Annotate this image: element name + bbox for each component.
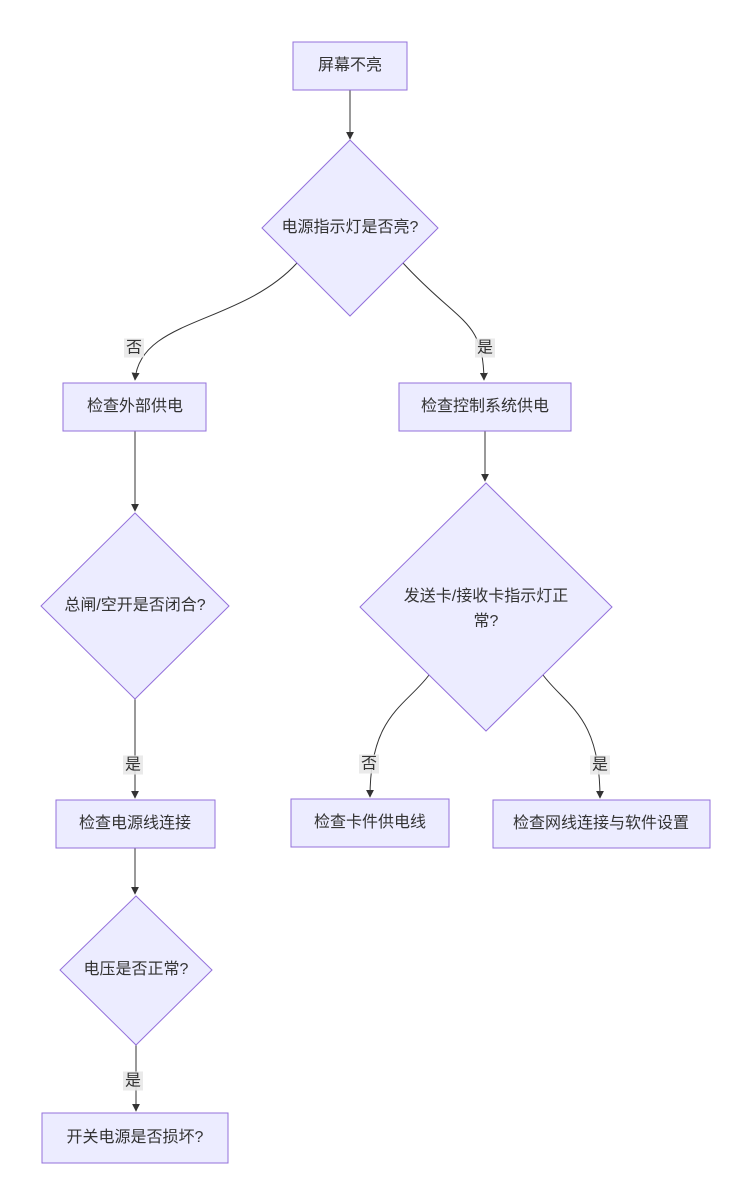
node-shape-q-voltage — [59, 895, 213, 1046]
node-shape-check-card-power — [290, 798, 450, 848]
edge-q-cards-no — [366, 674, 430, 798]
node-label-check-psu: 开关电源是否损坏? — [66, 1129, 204, 1146]
edge-label-yes-voltage: 是 — [122, 1071, 144, 1091]
node-label-check-control: 检查控制系统供电 — [420, 398, 550, 415]
node-label-check-card-power: 检查卡件供电线 — [313, 814, 427, 831]
node-label-check-network: 检查网线连接与软件设置 — [512, 815, 690, 832]
node-shape-check-power-cable — [55, 799, 216, 849]
edge-q-power-led-yes — [402, 262, 488, 381]
node-label-start: 屏幕不亮 — [317, 57, 383, 74]
edge-group — [131, 90, 604, 1112]
node-label-q-voltage: 电压是否正常? — [83, 961, 189, 978]
edge-label-yes-power-led: 是 — [474, 338, 496, 358]
edge-label-no-power-led: 否 — [123, 338, 145, 358]
node-shape-q-power-led — [261, 139, 439, 317]
edge-q-power-led-no — [131, 262, 298, 381]
node-label-q-power-led: 电源指示灯是否亮? — [281, 219, 419, 236]
edge-label-yes-cards: 是 — [589, 755, 611, 775]
node-shape-q-breaker — [40, 512, 230, 700]
edge-label-yes-breaker: 是 — [122, 755, 144, 775]
node-shape-start — [292, 41, 408, 91]
node-shape-check-psu — [41, 1112, 229, 1164]
node-shape-q-cards — [359, 482, 613, 732]
node-shape-check-control — [398, 382, 572, 432]
edge-q-cards-yes — [542, 674, 604, 799]
node-label-q-breaker: 总闸/空开是否闭合? — [64, 597, 206, 614]
node-shape-group — [40, 41, 711, 1164]
node-shape-check-external — [62, 382, 207, 432]
edge-label-no-cards: 否 — [358, 754, 380, 774]
node-label-check-power-cable: 检查电源线连接 — [78, 815, 192, 832]
node-label-q-cards: 发送卡/接收卡指示灯正常? — [403, 588, 569, 630]
node-shape-check-network — [492, 799, 711, 849]
node-label-check-external: 检查外部供电 — [86, 398, 184, 415]
